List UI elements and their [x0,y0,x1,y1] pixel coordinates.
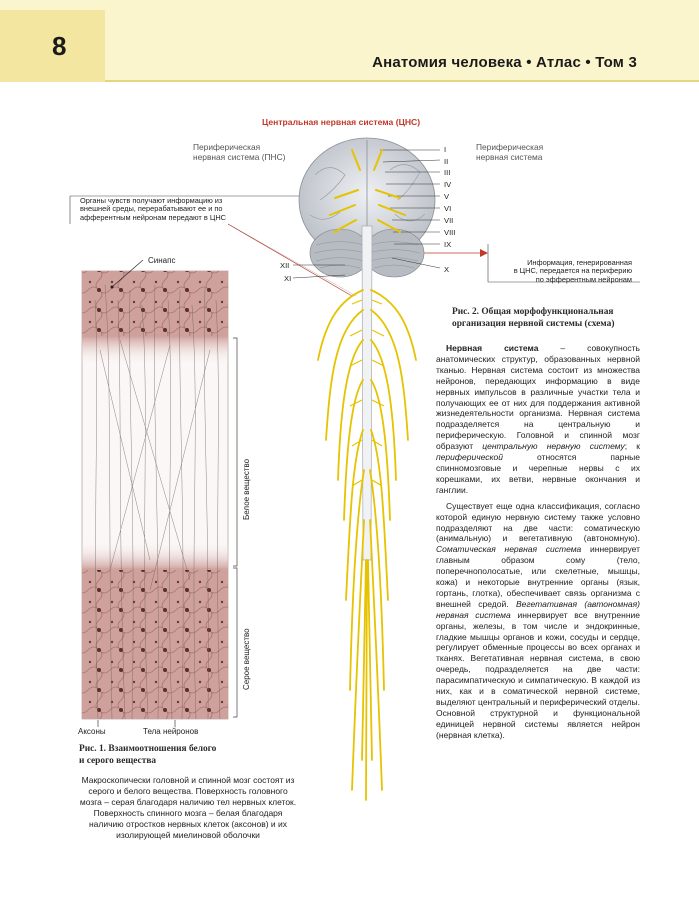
gray-matter-label: Серое вещество [242,628,251,690]
cranial-nerve-label: VII [444,216,454,225]
cranial-nerve-label: IV [444,180,452,189]
pns-right-label: Периферическая нервная система [476,142,544,162]
neuron-bodies-label: Тела нейронов [143,727,199,736]
figure2-caption: Рис. 2. Общая морфофункциональная органи… [452,307,615,329]
left-body-text: Макроскопически головной и спинной мозг … [79,775,297,840]
white-matter-label: Белое вещество [242,458,251,520]
cranial-nerve-label: XI [284,274,292,283]
info-note: Информация, генерированная в ЦНС, переда… [513,258,632,284]
right-body-text: Нервная система – совокупность анатомиче… [436,343,640,746]
text-run: относятся парные спинномозговые и черепн… [436,452,640,495]
figure1-caption: Рис. 1. Взаимоотношения белого и серого … [79,744,217,766]
axons-label: Аксоны [78,727,106,736]
cranial-nerve-label: IX [444,240,452,249]
term-cns: центральную нервную систему [482,441,625,452]
cranial-nerve-label: I [444,145,447,154]
page-number: 8 [0,10,105,82]
synapse-label: Синапс [148,256,176,265]
tissue-block-figure [81,259,238,727]
term-nervous-system: Нервная система [446,343,539,353]
term-pns: периферической [436,452,503,463]
text-run: иннервирует главным образом сому (тело, … [436,544,640,609]
paragraph-1: Нервная система – совокупность анатомиче… [436,343,640,496]
nervous-system-figure [69,137,640,801]
cranial-nerve-label: XII [280,261,290,270]
page-header [0,0,699,82]
term-somatic: Соматическая нервная система [436,544,582,555]
text-run: – совокупность анатомических структур, о… [436,343,640,452]
cns-label: Центральная нервная система (ЦНС) [262,117,421,127]
text-run: иннервирует все внутренние органы, желез… [436,609,640,740]
term-autonomic: Вегетативная (автономная) нервная систем… [436,598,640,620]
text-run: ; к [624,441,640,452]
text-run: Существует еще одна классификация, согла… [436,500,640,544]
pns-left-label: Периферическая нервная система (ПНС) [193,142,286,162]
paragraph-2: Существует еще одна классификация, согла… [436,501,640,741]
cranial-nerve-label: II [444,157,449,166]
cranial-nerve-label: VIII [444,228,456,237]
header-rule [105,80,699,82]
cranial-nerve-label: VI [444,204,452,213]
cranial-nerve-label: V [444,192,450,201]
sense-organs-note: Органы чувств получают информацию из вне… [80,196,226,222]
cranial-nerve-label: X [444,265,450,274]
cranial-nerve-label: III [444,168,451,177]
book-title: Анатомия человека • Атлас • Том 3 [372,54,637,71]
